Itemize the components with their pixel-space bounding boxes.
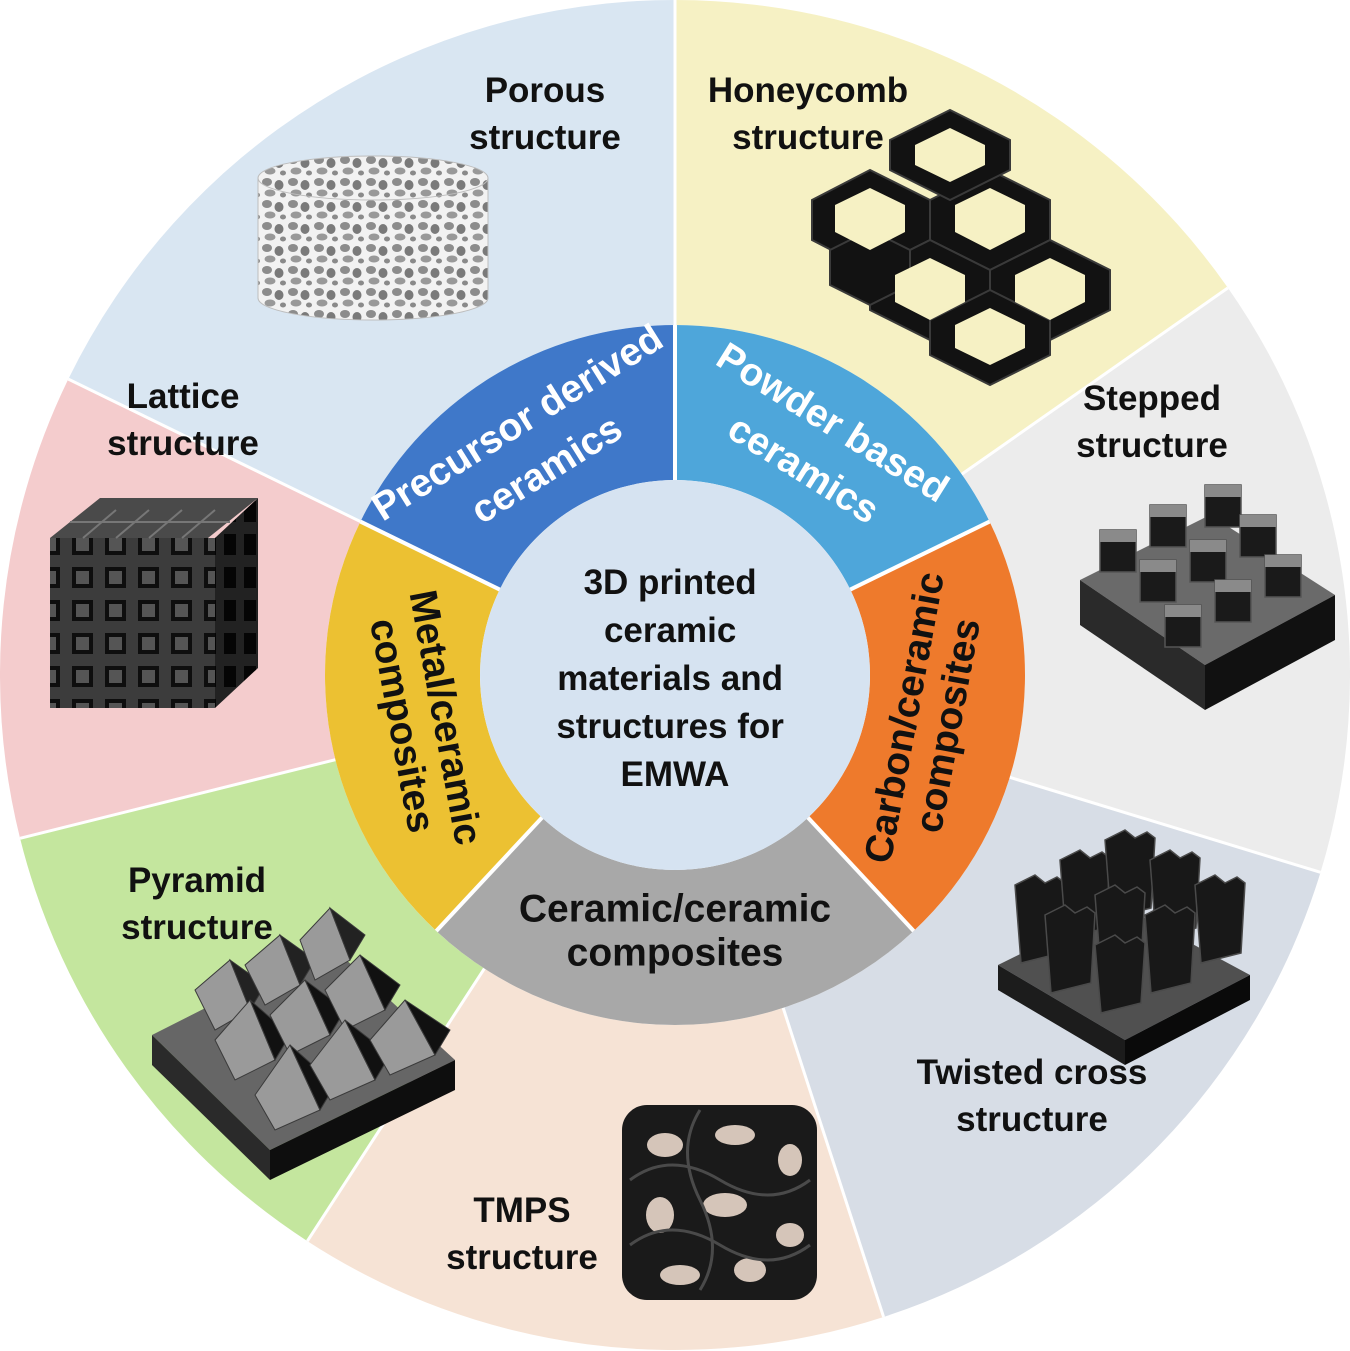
center-title-line-5: EMWA (621, 755, 730, 794)
divider-lattice (19, 758, 336, 840)
twisted-cross-icon (998, 829, 1250, 1065)
stepped-blocks-icon (1080, 484, 1335, 710)
label-porous-line-1: Porous (485, 71, 606, 110)
label-twisted-line-2: structure (956, 1100, 1108, 1139)
label-lattice-line-1: Lattice (127, 377, 240, 416)
segment-powder (675, 325, 990, 590)
label-stepped: Stepped structure (1076, 379, 1228, 465)
porous-foam-cylinder-icon (257, 155, 489, 321)
label-tmps-line-2: structure (446, 1238, 598, 1277)
material-ring (324, 325, 1026, 1025)
divider-twisted (1009, 775, 1321, 874)
svg-text:3D printed ceramic: 3D printed ceramic materials and structu… (556, 563, 793, 794)
label-honeycomb-line-1: Honeycomb (708, 71, 908, 110)
label-lattice: Lattice structure (107, 377, 259, 463)
label-twisted-line-1: Twisted cross (917, 1053, 1148, 1092)
label-pyramid-line-2: structure (121, 908, 273, 947)
segment-carbon (807, 521, 1026, 931)
label-porous: Porous structure (469, 71, 621, 157)
segment-divider-precursor (359, 519, 501, 592)
label-tmps-line-1: TMPS (473, 1191, 570, 1230)
label-pyramid: Pyramid structure (121, 861, 273, 947)
segment-precursor (360, 325, 675, 590)
label-stepped-line-2: structure (1076, 426, 1228, 465)
label-twisted: Twisted cross structure (917, 1053, 1148, 1139)
label-honeycomb-line-2: structure (732, 118, 884, 157)
material-ceramic-line-1: Ceramic/ceramic (519, 887, 831, 930)
divider-tmps (781, 1007, 886, 1318)
label-pyramid-line-1: Pyramid (128, 861, 266, 900)
lattice-cube-icon (50, 498, 258, 708)
tmps-gyroid-icon (622, 1105, 817, 1300)
center-title-line-1: 3D printed (584, 563, 757, 602)
center-circle: 3D printed ceramic materials and structu… (480, 480, 870, 870)
label-honeycomb: Honeycomb structure (708, 71, 908, 157)
divider-porous (67, 377, 362, 523)
label-stepped-line-1: Stepped (1083, 379, 1221, 418)
label-porous-line-2: structure (469, 118, 621, 157)
center-title-line-3: materials and (557, 659, 783, 698)
pyramid-array-icon (152, 906, 455, 1180)
segment-metal (324, 521, 543, 931)
segment-ceramic (436, 817, 914, 1025)
divider-stepped (960, 286, 1229, 476)
segment-divider-carbon (849, 519, 991, 592)
center-title-line-2: ceramic (604, 611, 736, 650)
segment-divider-metal (434, 816, 544, 933)
label-tmps: TMPS structure (446, 1191, 598, 1277)
center-title-line-4: structures for (556, 707, 784, 746)
label-lattice-line-2: structure (107, 424, 259, 463)
material-ceramic-line-2: composites (567, 931, 784, 974)
segment-divider-ceramic (806, 816, 916, 933)
